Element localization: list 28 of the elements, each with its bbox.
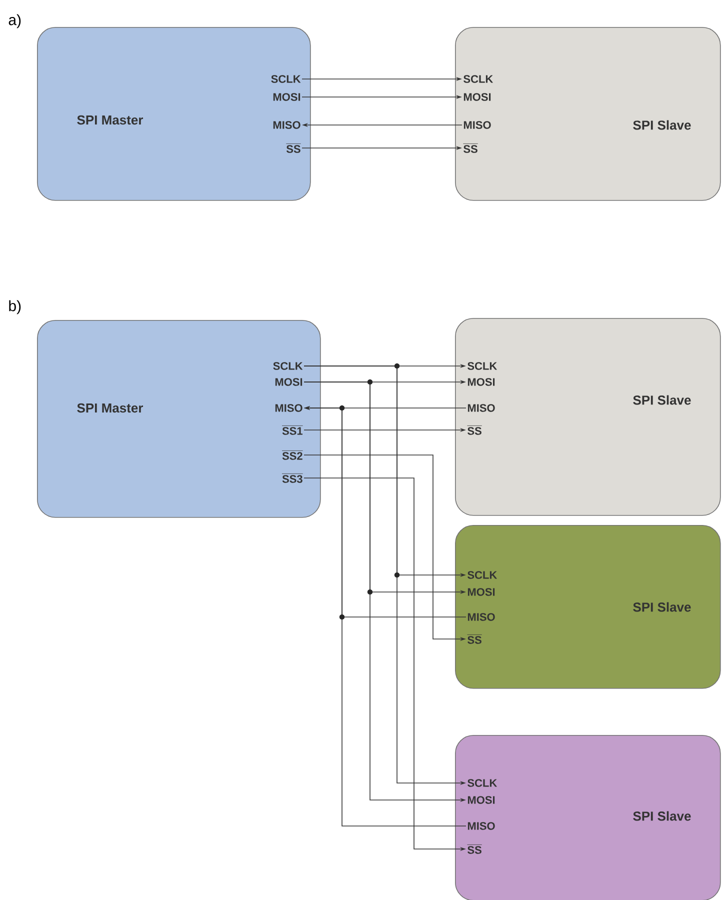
pin-label: MISO: [275, 404, 302, 412]
pin-label: MOSI: [468, 588, 495, 596]
pin-label: MISO: [468, 613, 495, 621]
pin-label: MOSI: [468, 796, 495, 804]
pin-label: MOSI: [464, 93, 491, 101]
pin-label: SS: [467, 426, 482, 435]
pin-label: MOSI: [468, 378, 495, 386]
pin-label: SCLK: [468, 779, 498, 787]
pin-label: MISO: [468, 822, 495, 830]
pin-label: SCLK: [271, 75, 301, 83]
pin-label: SCLK: [464, 75, 494, 83]
pin-label: MISO: [464, 121, 491, 129]
panel-label: b): [9, 300, 21, 314]
pin-label: SS: [467, 634, 482, 644]
pin-label: SCLK: [468, 362, 498, 370]
pin-label: MISO: [468, 404, 495, 412]
pin-label: SS2: [282, 450, 303, 460]
pin-label: SS3: [282, 474, 303, 483]
pin-label: SCLK: [273, 362, 303, 370]
pin-label: SS1: [282, 426, 303, 435]
pin-label: MISO: [273, 121, 300, 129]
pin-label: SCLK: [468, 571, 498, 579]
pin-label: MOSI: [275, 378, 302, 386]
pin-label: SS: [467, 844, 482, 854]
pin-label: MOSI: [273, 93, 300, 101]
panel-label: a): [8, 14, 21, 28]
pin-label: SS: [463, 144, 478, 153]
pin-label: SS: [286, 144, 301, 153]
